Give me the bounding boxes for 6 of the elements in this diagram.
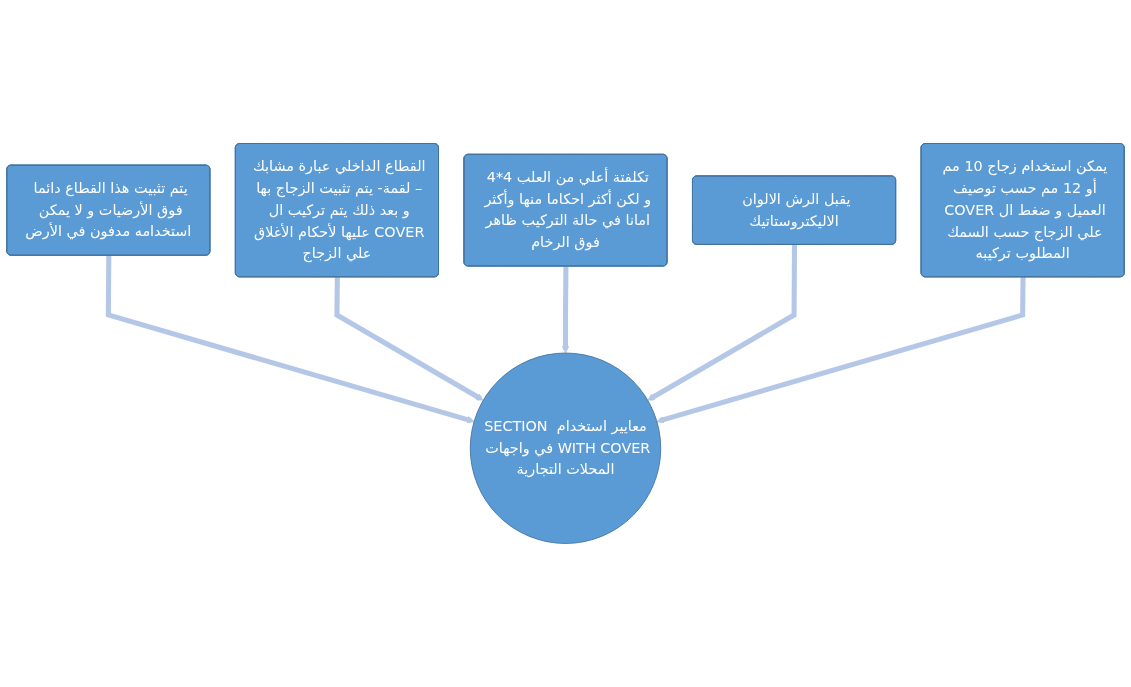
node-circle: معايير استخدام SECTION WITH COVER في واجهات المحلات التجارية bbox=[469, 352, 662, 544]
arrow bbox=[647, 244, 798, 401]
arrow bbox=[656, 277, 1026, 424]
arrow bbox=[105, 255, 475, 424]
arrow bbox=[561, 266, 570, 354]
arrow bbox=[334, 277, 484, 401]
